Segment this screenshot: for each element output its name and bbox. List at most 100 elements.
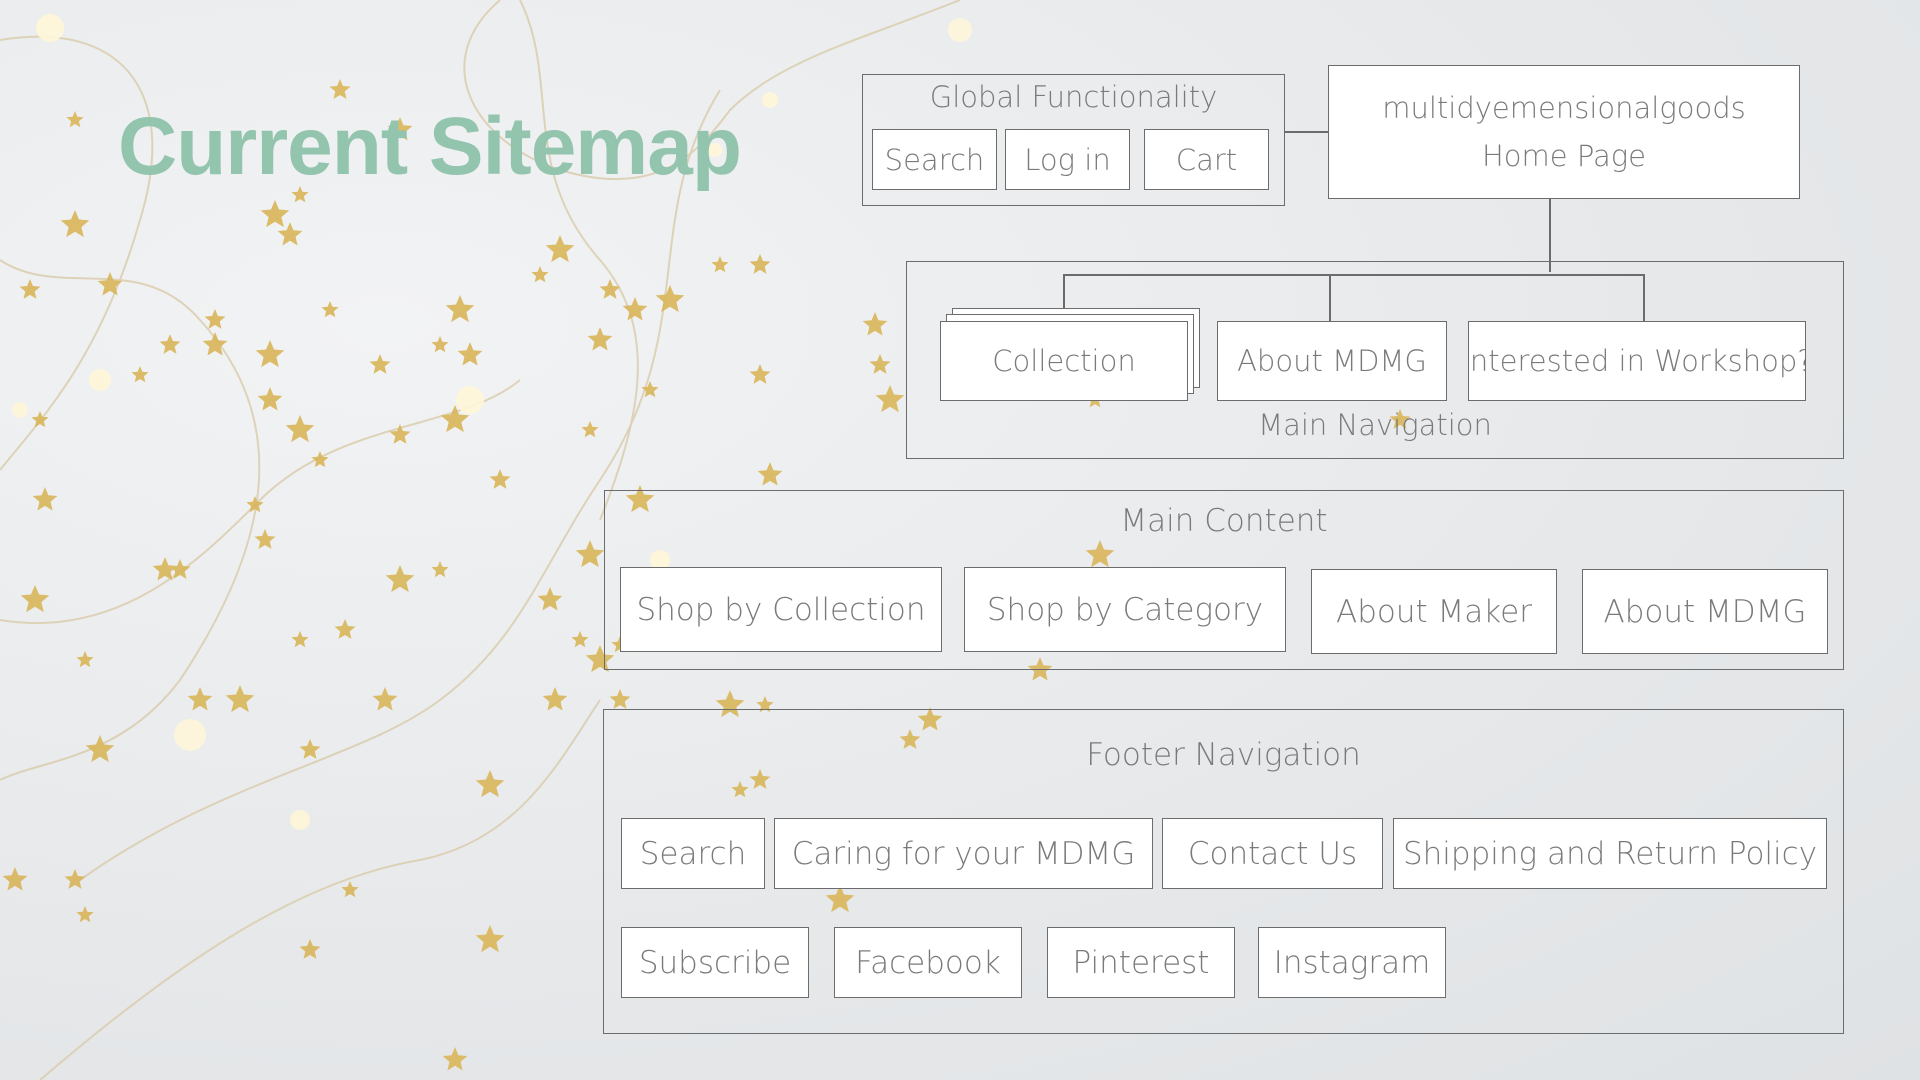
home-page-node[interactable]: multidyemensionalgoods Home Page: [1328, 65, 1800, 199]
star-decoration: [31, 411, 49, 428]
nav-about-mdmg-button[interactable]: About MDMG: [1217, 321, 1447, 401]
star-decoration: [311, 451, 329, 468]
connector-nav-horizontal: [1063, 274, 1644, 276]
star-decoration: [321, 301, 339, 318]
star-decoration: [587, 327, 613, 351]
star-decoration: [389, 424, 411, 444]
about-maker-button[interactable]: About Maker: [1311, 569, 1557, 654]
star-decoration: [76, 906, 94, 923]
footer-facebook-link[interactable]: Facebook: [834, 927, 1022, 998]
nav-workshop-button[interactable]: Interested in Workshop?: [1468, 321, 1806, 401]
footer-instagram-link[interactable]: Instagram: [1258, 927, 1446, 998]
connector-global-home: [1284, 131, 1328, 133]
star-decoration: [757, 462, 783, 486]
star-decoration: [440, 405, 470, 433]
star-decoration: [641, 381, 659, 398]
shop-by-collection-button[interactable]: Shop by Collection: [620, 567, 942, 652]
star-decoration: [575, 540, 605, 568]
star-decoration: [20, 585, 50, 613]
star-decoration: [260, 200, 290, 228]
footer-caring-link[interactable]: Caring for your MDMG: [774, 818, 1153, 889]
nav-collection-button[interactable]: Collection: [940, 321, 1188, 401]
star-decoration: [76, 651, 94, 668]
page-title: Current Sitemap: [118, 101, 742, 192]
star-decoration: [445, 295, 475, 323]
star-decoration: [622, 297, 648, 321]
star-decoration: [869, 354, 891, 374]
star-decoration: [489, 469, 511, 489]
star-decoration: [571, 631, 589, 648]
star-decoration: [334, 619, 356, 639]
main-navigation-group: [906, 261, 1844, 459]
home-page-label: Home Page: [1481, 139, 1647, 173]
footer-shipping-link[interactable]: Shipping and Return Policy: [1393, 818, 1827, 889]
star-decoration: [204, 309, 226, 329]
star-decoration: [457, 342, 483, 366]
global-functionality-label: Global Functionality: [929, 80, 1218, 114]
connector-home-down: [1549, 198, 1551, 272]
star-decoration: [285, 415, 315, 443]
star-decoration: [97, 272, 123, 296]
star-decoration: [875, 385, 905, 413]
footer-contact-link[interactable]: Contact Us: [1162, 818, 1383, 889]
star-decoration: [537, 587, 563, 611]
star-decoration: [431, 336, 449, 353]
star-decoration: [531, 266, 549, 283]
star-decoration: [255, 340, 285, 368]
footer-search-link[interactable]: Search: [621, 818, 765, 889]
global-login-button[interactable]: Log in: [1005, 129, 1130, 190]
star-decoration: [169, 559, 191, 579]
star-decoration: [655, 285, 685, 313]
star-decoration: [254, 529, 276, 549]
star-decoration: [299, 939, 321, 959]
shop-by-category-button[interactable]: Shop by Category: [964, 567, 1286, 652]
star-decoration: [711, 256, 729, 273]
footer-navigation-label: Footer Navigation: [1086, 737, 1361, 773]
main-navigation-label: Main Navigation: [1258, 408, 1492, 442]
home-site-name: multidyemensionalgoods: [1382, 91, 1746, 125]
star-decoration: [257, 387, 283, 411]
star-decoration: [542, 687, 568, 711]
star-decoration: [609, 689, 631, 709]
global-search-button[interactable]: Search: [872, 129, 997, 190]
star-decoration: [475, 770, 505, 798]
star-decoration: [32, 487, 58, 511]
connector-nav-workshop: [1643, 274, 1645, 322]
star-decoration: [159, 334, 181, 354]
star-decoration: [202, 332, 228, 356]
star-decoration: [581, 421, 599, 438]
star-decoration: [299, 739, 321, 759]
star-decoration: [66, 111, 84, 128]
star-decoration: [131, 366, 149, 383]
star-decoration: [749, 364, 771, 384]
star-decoration: [187, 687, 213, 711]
star-decoration: [64, 869, 86, 889]
star-decoration: [431, 561, 449, 578]
star-decoration: [225, 685, 255, 713]
star-decoration: [475, 925, 505, 953]
star-decoration: [60, 210, 90, 238]
footer-navigation-group: [603, 709, 1844, 1034]
star-decoration: [749, 254, 771, 274]
star-decoration: [545, 235, 575, 263]
star-decoration: [442, 1047, 468, 1071]
star-decoration: [599, 279, 621, 299]
footer-subscribe-link[interactable]: Subscribe: [621, 927, 809, 998]
star-decoration: [277, 222, 303, 246]
star-decoration: [369, 354, 391, 374]
star-decoration: [329, 79, 351, 99]
content-about-mdmg-button[interactable]: About MDMG: [1582, 569, 1828, 654]
star-decoration: [385, 565, 415, 593]
connector-nav-about: [1329, 274, 1331, 322]
star-decoration: [152, 557, 178, 581]
star-decoration: [85, 735, 115, 763]
connector-nav-collection: [1063, 274, 1065, 308]
star-decoration: [341, 881, 359, 898]
main-content-group: [604, 490, 1844, 670]
star-decoration: [372, 687, 398, 711]
main-content-label: Main Content: [1120, 503, 1328, 539]
star-decoration: [2, 867, 28, 891]
footer-pinterest-link[interactable]: Pinterest: [1047, 927, 1235, 998]
star-decoration: [291, 631, 309, 648]
global-cart-button[interactable]: Cart: [1144, 129, 1269, 190]
